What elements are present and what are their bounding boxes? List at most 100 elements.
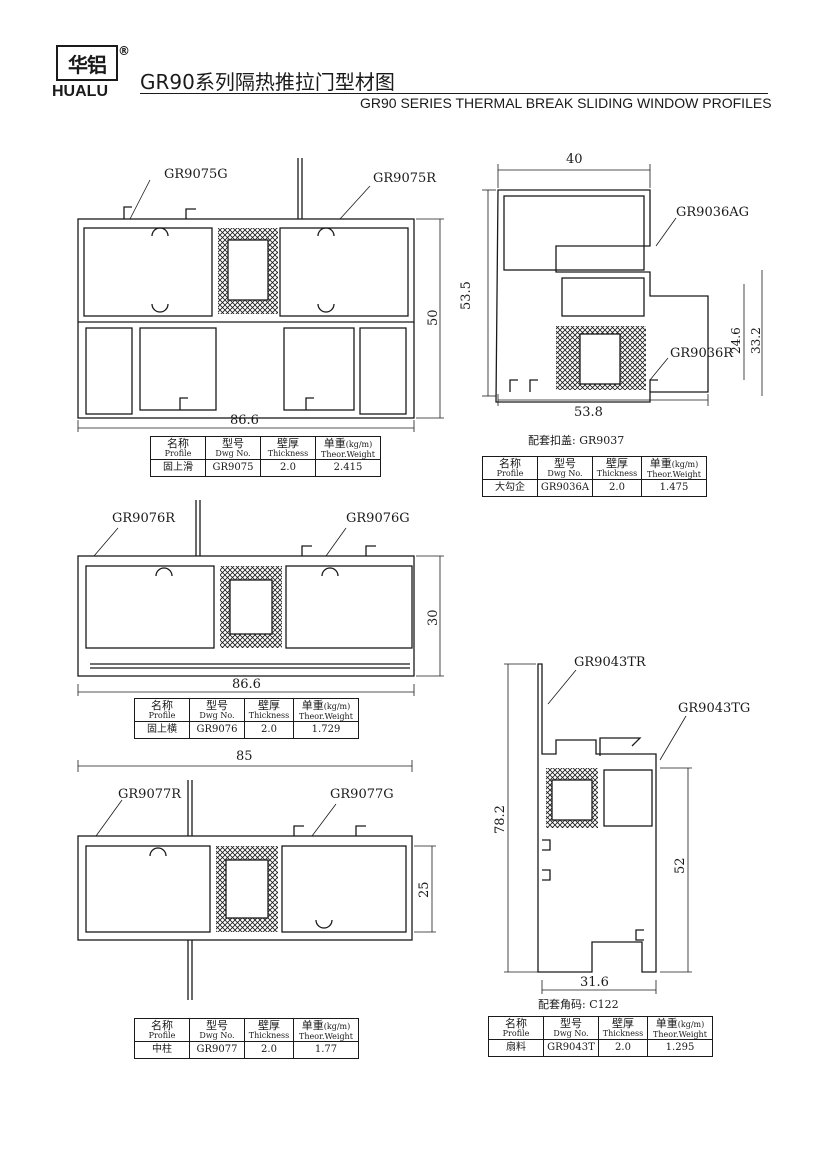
table-row: 固上横 GR9076 2.0 1.729 [134,721,359,739]
cell-weight: 1.77 [293,1041,359,1059]
cell-name: 中柱 [134,1041,190,1059]
dims-gr9075 [77,179,444,432]
page-title-cn: GR90系列隔热推拉门型材图 [140,70,395,94]
header-profile-en: Profile [148,711,176,720]
cell-weight: 2.415 [315,459,381,477]
header-weight-en: Theor.Weight [653,1029,707,1039]
header-weight-cn: 单重 [323,436,346,450]
cell-name: 扇料 [488,1039,544,1057]
header-weight-unit: (kg/m) [677,1019,705,1029]
dim-gr9043-height-right: 52 [673,857,688,874]
cell-dwg: GR9075 [205,459,261,477]
dim-gr9075-width: 86.6 [230,413,259,428]
profile-gr9076 [77,500,415,677]
label-gr9075r: GR9075R [373,171,437,186]
label-gr9077r: GR9077R [118,787,182,802]
logo: 华铝 [56,45,118,81]
cell-thickness: 2.0 [260,459,316,477]
header-dwg-cn: 型号 [560,1017,582,1030]
page-title-en: GR90 SERIES THERMAL BREAK SLIDING WINDOW… [360,95,772,111]
label-gr9075g: GR9075G [164,167,228,182]
dim-gr9036-inner1: 24.6 [729,327,743,354]
label-gr9076g: GR9076G [346,511,410,526]
header-dwg-cn: 型号 [554,457,576,470]
dim-gr9077-width: 85 [236,749,253,764]
cell-thickness: 2.0 [244,721,294,739]
header-weight-en: Theor.Weight [299,711,353,721]
table-row: 扇料 GR9043T 2.0 1.295 [488,1039,713,1057]
label-gr9036r: GR9036R [670,346,734,361]
header-dwg-cn: 型号 [222,437,244,450]
cell-weight: 1.295 [647,1039,713,1057]
cell-dwg: GR9076 [189,721,245,739]
dims-gr9076 [77,527,444,696]
dims-gr9036 [482,164,763,406]
dim-gr9076-height: 30 [426,609,441,626]
header-profile-cn: 名称 [151,1019,173,1032]
header-weight-cn: 单重 [301,1018,324,1032]
header-weight-en: Theor.Weight [647,469,701,479]
label-gr9043tg: GR9043TG [678,701,750,716]
header-thickness-cn: 壁厚 [606,457,628,470]
header-thickness-en: Thickness [248,1031,290,1040]
header-dwg-en: Dwg No. [553,1029,589,1038]
label-gr9036ag: GR9036AG [676,205,749,220]
header-profile-en: Profile [496,469,524,478]
header-profile-cn: 名称 [167,437,189,450]
header-weight-unit: (kg/m) [323,1021,351,1031]
header-profile-cn: 名称 [499,457,521,470]
header-dwg-en: Dwg No. [547,469,583,478]
header-weight-cn: 单重 [655,1016,678,1030]
header-profile-en: Profile [502,1029,530,1038]
cell-thickness: 2.0 [244,1041,294,1059]
header-thickness-cn: 壁厚 [258,1019,280,1032]
table-row: 固上滑 GR9075 2.0 2.415 [150,459,381,477]
header-thickness-en: Thickness [596,469,638,478]
header-profile-en: Profile [164,449,192,458]
header-weight-unit: (kg/m) [323,701,351,711]
header-dwg-cn: 型号 [206,699,228,712]
header-dwg-en: Dwg No. [215,449,251,458]
dims-gr9043 [504,663,692,994]
header-dwg-cn: 型号 [206,1019,228,1032]
cell-thickness: 2.0 [598,1039,648,1057]
cell-dwg: GR9043T [543,1039,599,1057]
label-gr9076r: GR9076R [112,511,176,526]
header-weight-cn: 单重 [301,698,324,712]
cell-weight: 1.729 [293,721,359,739]
dim-gr9036-bottom-width: 53.8 [574,405,603,420]
cell-name: 固上滑 [150,459,206,477]
note-gr9043-accessory: 配套角码: C122 [538,998,619,1011]
header-dwg-en: Dwg No. [199,1031,235,1040]
header-weight-en: Theor.Weight [321,449,375,459]
dim-gr9036-top-width: 40 [566,152,583,167]
profile-gr9036 [495,189,709,403]
dim-gr9076-width: 86.6 [232,677,261,692]
table-row: 大勾企 GR9036A 2.0 1.475 [482,479,707,497]
cell-thickness: 2.0 [592,479,642,497]
profile-gr9043 [537,663,657,973]
cell-dwg: GR9077 [189,1041,245,1059]
table-row: 中柱 GR9077 2.0 1.77 [134,1041,359,1059]
header-weight-cn: 单重 [649,456,672,470]
header-thickness-cn: 壁厚 [612,1017,634,1030]
dim-gr9077-height: 25 [417,881,432,898]
cell-name: 大勾企 [482,479,538,497]
header-thickness-cn: 壁厚 [277,437,299,450]
header-thickness-en: Thickness [248,711,290,720]
logo-text-cn: 华铝 [68,53,107,77]
title-divider [140,93,768,94]
cell-name: 固上横 [134,721,190,739]
dim-gr9036-height: 53.5 [459,281,474,310]
header-thickness-cn: 壁厚 [258,699,280,712]
header-profile-cn: 名称 [151,699,173,712]
profile-gr9077 [77,780,413,1000]
header-profile-cn: 名称 [505,1017,527,1030]
label-gr9043tr: GR9043TR [574,655,647,670]
